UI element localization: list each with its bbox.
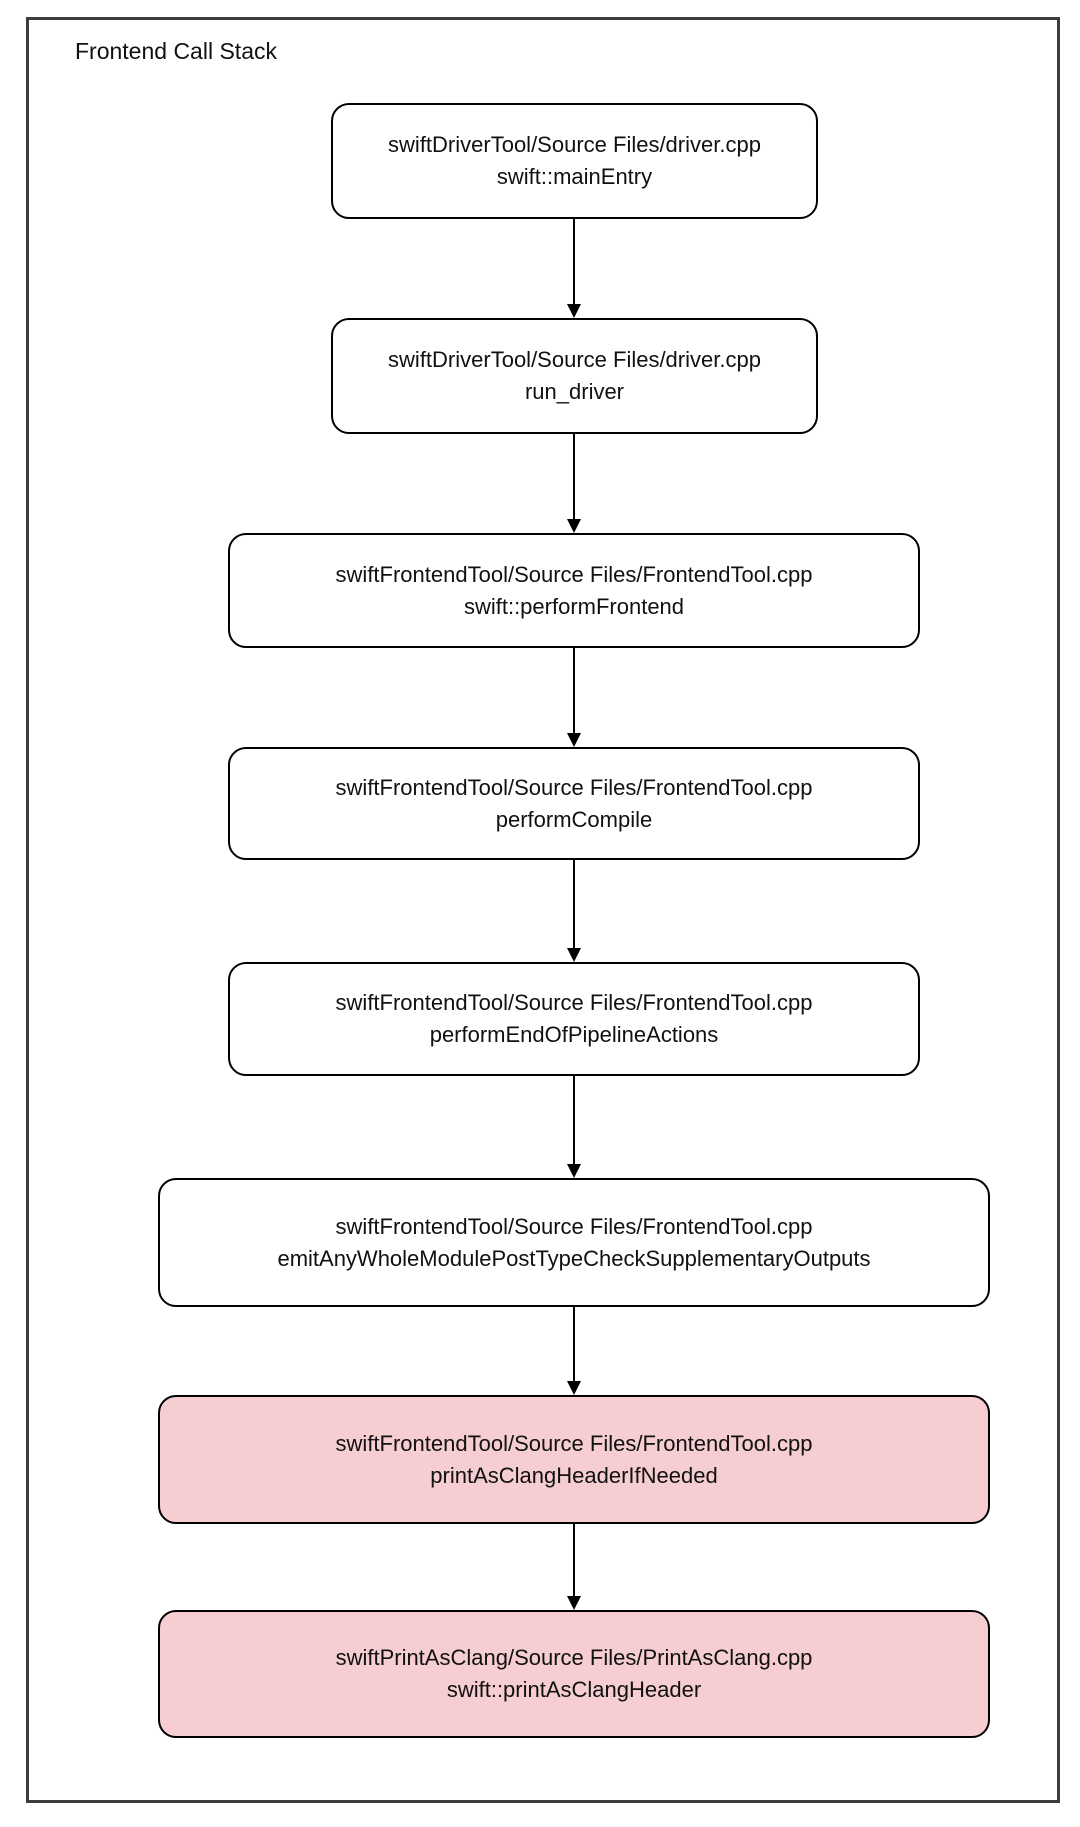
arrowhead-icon (567, 304, 581, 318)
arrow-shaft (573, 648, 575, 736)
flow-arrow (566, 648, 582, 747)
arrow-shaft (573, 860, 575, 951)
node-file-path: swiftDriverTool/Source Files/driver.cpp (388, 347, 761, 372)
node-file-path: swiftFrontendTool/Source Files/FrontendT… (335, 1430, 813, 1456)
flow-arrow (566, 219, 582, 318)
flow-arrow (566, 1307, 582, 1395)
arrowhead-icon (567, 1381, 581, 1395)
node-perform-frontend: swiftFrontendTool/Source Files/FrontendT… (228, 533, 920, 648)
node-file-path: swiftFrontendTool/Source Files/FrontendT… (335, 1213, 813, 1239)
node-function-name: emitAnyWholeModulePostTypeCheckSupplemen… (277, 1245, 871, 1271)
diagram-title: Frontend Call Stack (75, 38, 277, 64)
node-file-path: swiftPrintAsClang/Source Files/PrintAsCl… (335, 1645, 813, 1670)
node-function-name: swift::printAsClangHeader (446, 1677, 702, 1702)
node-emit-supplementary-outputs: swiftFrontendTool/Source Files/FrontendT… (158, 1178, 990, 1307)
node-function-name: swift::mainEntry (496, 164, 653, 189)
node-print-as-clang-header: swiftPrintAsClang/Source Files/PrintAsCl… (158, 1610, 990, 1738)
node-function-name: printAsClangHeaderIfNeeded (430, 1462, 718, 1488)
arrow-shaft (573, 1076, 575, 1167)
node-main-entry: swiftDriverTool/Source Files/driver.cpp … (331, 103, 818, 219)
node-function-name: performEndOfPipelineActions (429, 1022, 719, 1047)
arrow-shaft (573, 1307, 575, 1384)
arrowhead-icon (567, 519, 581, 533)
node-file-path: swiftFrontendTool/Source Files/FrontendT… (335, 990, 813, 1015)
node-function-name: performCompile (495, 806, 653, 832)
flow-arrow (566, 860, 582, 962)
diagram-frame (26, 17, 1060, 1803)
arrow-shaft (573, 1524, 575, 1599)
arrowhead-icon (567, 1596, 581, 1610)
flow-arrow (566, 1076, 582, 1178)
flow-arrow (566, 1524, 582, 1610)
arrow-shaft (573, 434, 575, 522)
arrowhead-icon (567, 948, 581, 962)
node-perform-end-of-pipeline-actions: swiftFrontendTool/Source Files/FrontendT… (228, 962, 920, 1076)
node-function-name: run_driver (524, 379, 625, 404)
arrowhead-icon (567, 1164, 581, 1178)
arrow-shaft (573, 219, 575, 307)
node-file-path: swiftDriverTool/Source Files/driver.cpp (388, 132, 761, 157)
arrowhead-icon (567, 733, 581, 747)
node-print-as-clang-header-if-needed: swiftFrontendTool/Source Files/FrontendT… (158, 1395, 990, 1524)
node-function-name: swift::performFrontend (463, 593, 685, 619)
node-run-driver: swiftDriverTool/Source Files/driver.cpp … (331, 318, 818, 434)
node-file-path: swiftFrontendTool/Source Files/FrontendT… (335, 561, 813, 587)
node-file-path: swiftFrontendTool/Source Files/FrontendT… (335, 774, 813, 800)
flow-arrow (566, 434, 582, 533)
node-perform-compile: swiftFrontendTool/Source Files/FrontendT… (228, 747, 920, 860)
